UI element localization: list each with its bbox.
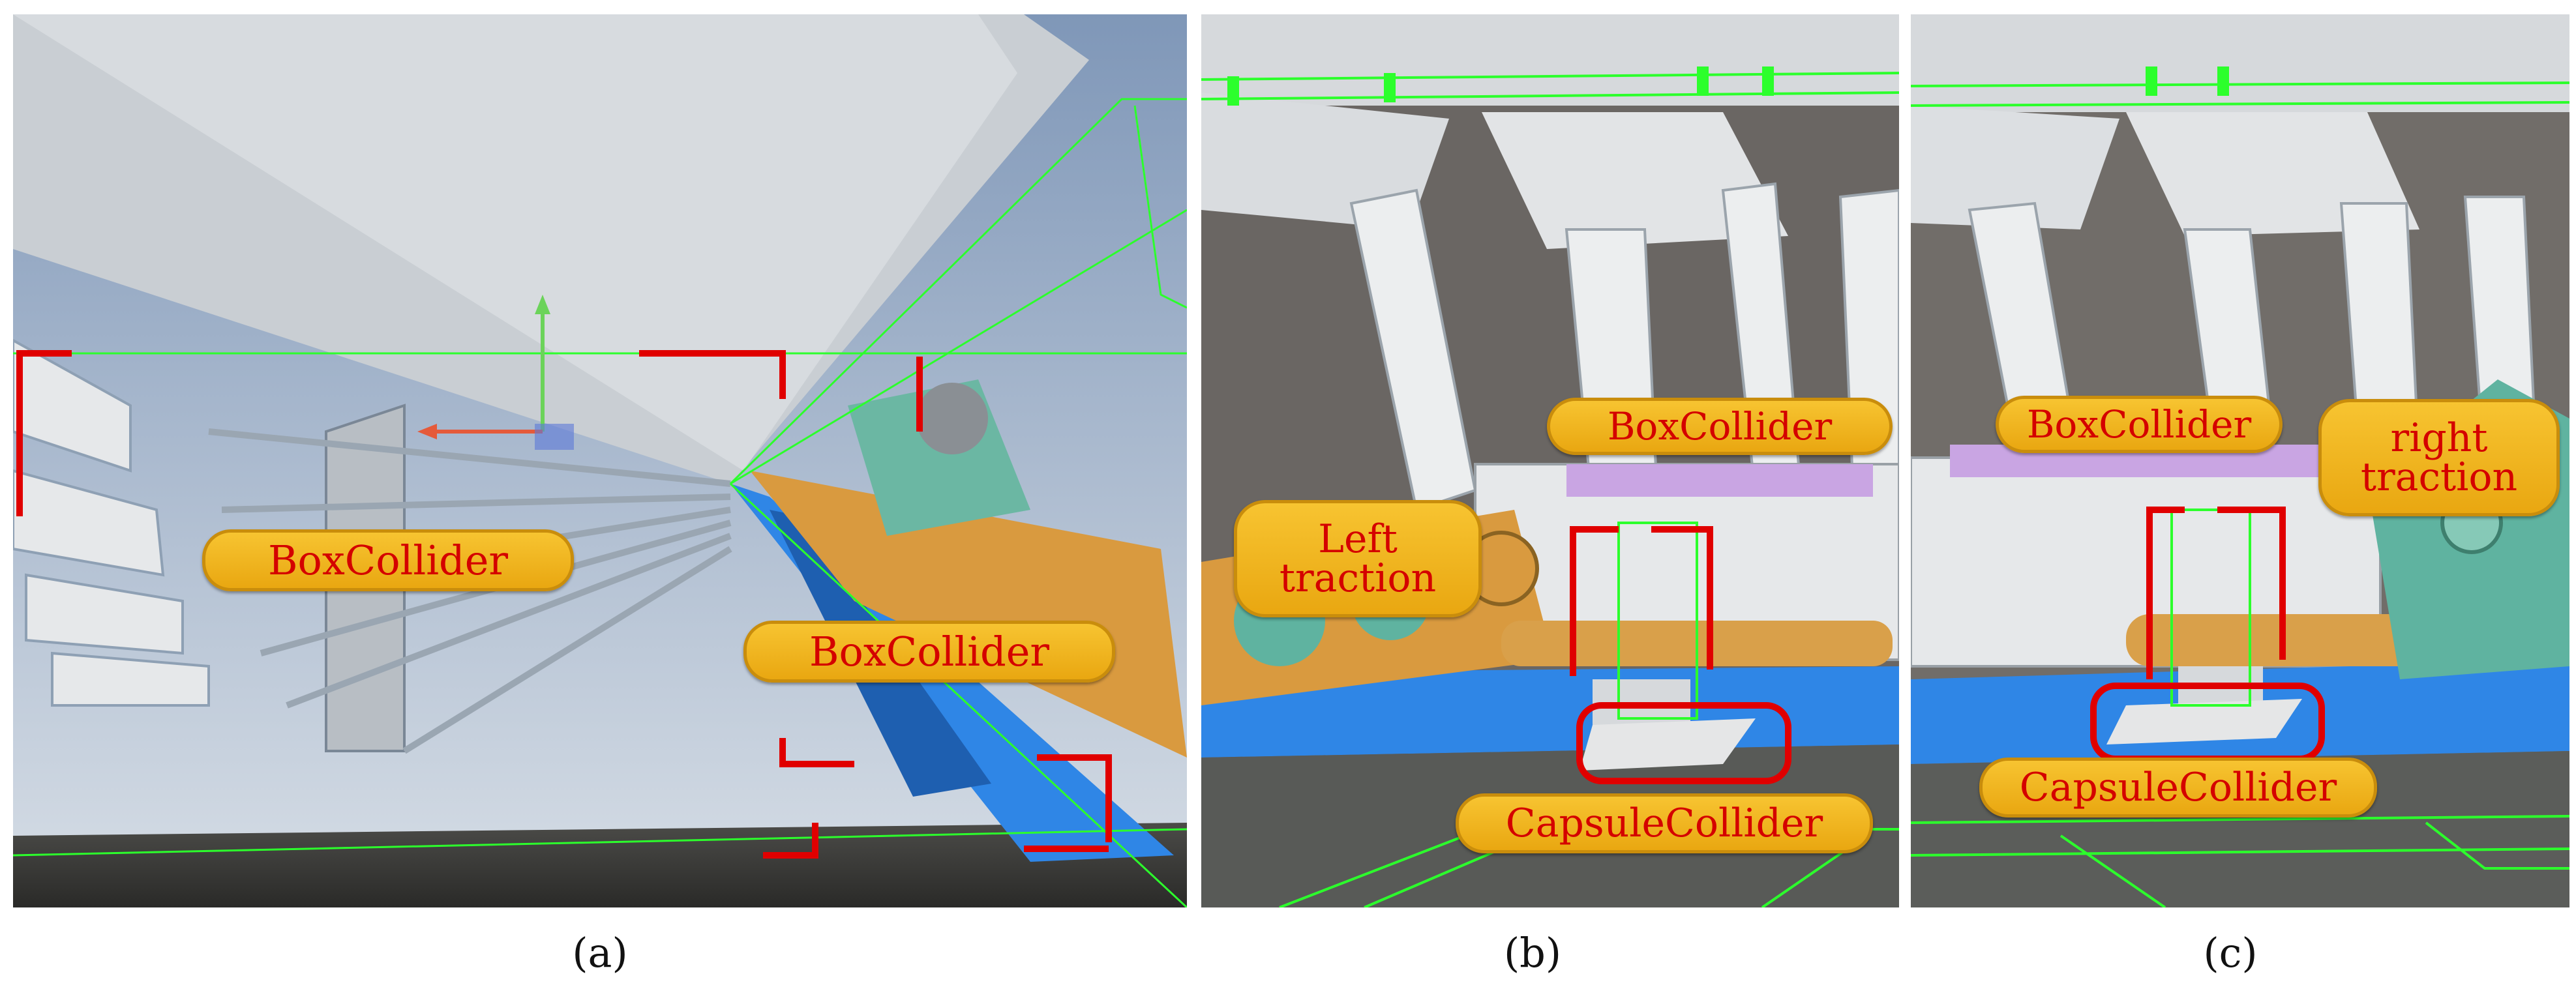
panel-a-scene [13, 14, 1187, 907]
capsulecollider-label-right: CapsuleCollider [1979, 758, 2377, 818]
panel-c-viewport: BoxCollider right traction CapsuleCollid… [1911, 14, 2569, 907]
caption-b: (b) [1503, 929, 1562, 977]
right-traction-label: right traction [2318, 399, 2560, 516]
boxcollider-label-support-c: BoxCollider [1996, 396, 2283, 453]
right-traction-line-2: traction [2360, 454, 2518, 500]
left-traction-line-2: traction [1279, 555, 1437, 601]
boxcollider-label-support: BoxCollider [1547, 398, 1893, 455]
left-traction-line-1: Left [1318, 516, 1398, 562]
right-traction-line-1: right [2390, 415, 2488, 461]
boxcollider-label-conveyor: BoxCollider [743, 621, 1115, 683]
highlight-brackets-a [16, 350, 1112, 859]
panel-b-viewport: BoxCollider Left traction CapsuleCollide… [1201, 14, 1899, 907]
highlight-brackets-b [1570, 526, 1791, 784]
panel-b-scene [1201, 14, 1899, 907]
capsulecollider-label-left: CapsuleCollider [1456, 793, 1873, 853]
left-traction-label: Left traction [1234, 500, 1482, 617]
boxcollider-label-canopy: BoxCollider [202, 529, 574, 591]
caption-a: (a) [572, 929, 628, 977]
caption-c: (c) [2203, 929, 2258, 977]
panel-a-viewport: BoxCollider BoxCollider [13, 14, 1187, 907]
